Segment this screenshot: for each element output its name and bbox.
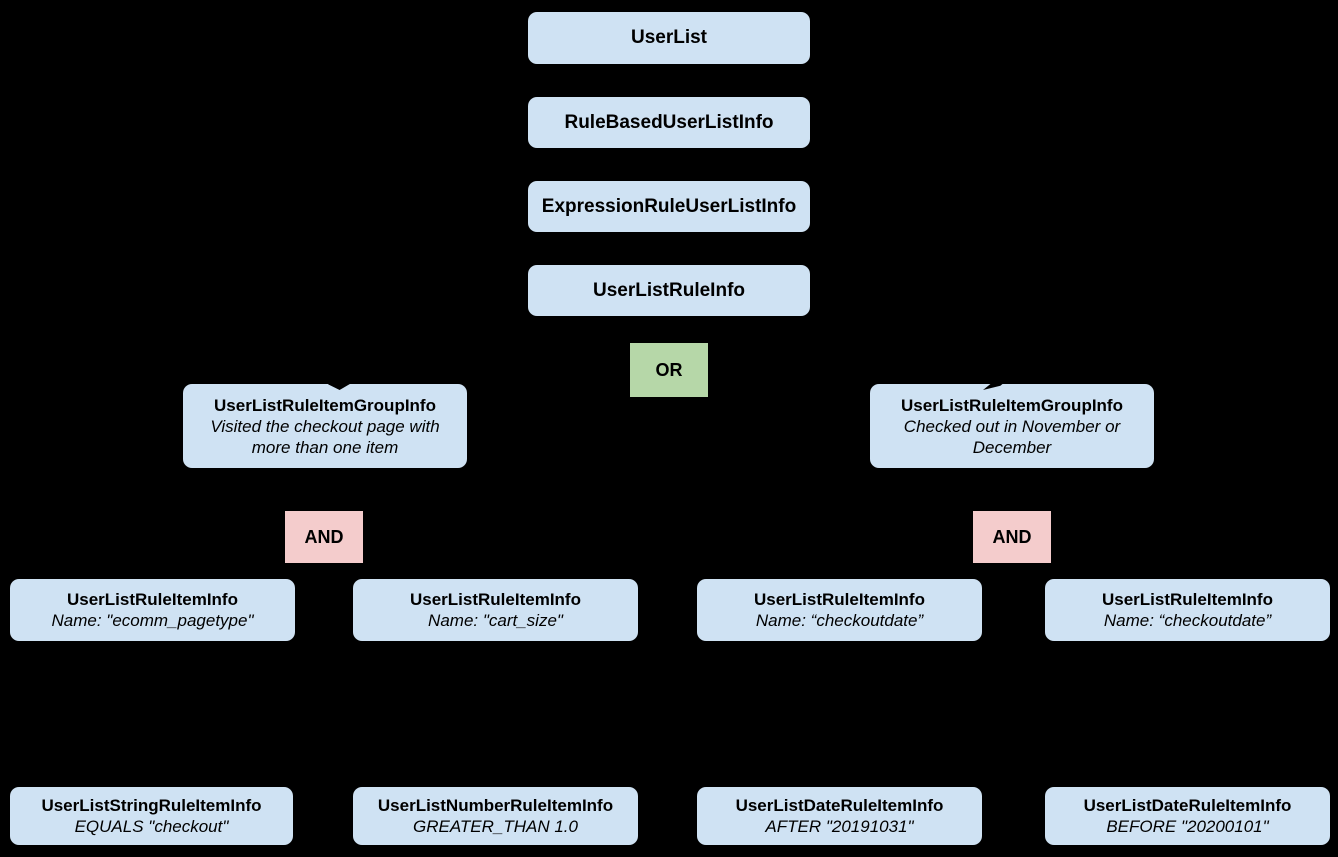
node-dateruleitem-after: UserListDateRuleItemInfo AFTER "20191031… xyxy=(697,787,982,845)
node-dateruleitem-after-subtitle: AFTER "20191031" xyxy=(765,817,914,836)
node-ruleitemgroup-left: UserListRuleItemGroupInfo Visited the ch… xyxy=(183,384,467,468)
node-expressionruleuserlistinfo-label: ExpressionRuleUserListInfo xyxy=(541,195,797,217)
node-ruleitem-ecomm-pagetype: UserListRuleItemInfo Name: "ecomm_pagety… xyxy=(10,579,295,641)
node-ruleitem-cart-size-subtitle: Name: "cart_size" xyxy=(428,611,563,630)
node-expressionruleuserlistinfo: ExpressionRuleUserListInfo xyxy=(528,181,810,232)
node-dateruleitem-before-title: UserListDateRuleItemInfo xyxy=(1083,796,1292,815)
node-dateruleitem-before: UserListDateRuleItemInfo BEFORE "2020010… xyxy=(1045,787,1330,845)
node-ruleitemgroup-left-subtitle-line1: Visited the checkout page with xyxy=(210,416,440,436)
node-ruleitem-checkoutdate-1-subtitle: Name: “checkoutdate” xyxy=(755,611,924,630)
node-stringruleitem-title: UserListStringRuleItemInfo xyxy=(41,796,262,815)
and-operator-left-label: AND xyxy=(304,526,344,547)
node-numberruleitem-subtitle: GREATER_THAN 1.0 xyxy=(412,817,578,836)
node-rulebaseduserlistinfo: RuleBasedUserListInfo xyxy=(528,97,810,148)
node-userlist: UserList xyxy=(528,12,810,64)
and-operator-left-box: AND xyxy=(285,511,363,563)
node-ruleitem-checkoutdate-1-title: UserListRuleItemInfo xyxy=(754,590,925,609)
node-ruleitemgroup-left-title: UserListRuleItemGroupInfo xyxy=(214,395,436,415)
or-operator-label: OR xyxy=(655,359,683,380)
node-ruleitem-cart-size: UserListRuleItemInfo Name: "cart_size" xyxy=(353,579,638,641)
node-ruleitem-cart-size-title: UserListRuleItemInfo xyxy=(410,590,581,609)
node-ruleitemgroup-left-subtitle-line2: more than one item xyxy=(251,437,399,457)
node-userlistruleinfo-label: UserListRuleInfo xyxy=(592,279,746,301)
node-dateruleitem-after-title: UserListDateRuleItemInfo xyxy=(735,796,944,815)
node-dateruleitem-before-subtitle: BEFORE "20200101" xyxy=(1106,817,1269,836)
node-ruleitem-ecomm-pagetype-subtitle: Name: "ecomm_pagetype" xyxy=(51,611,254,630)
node-numberruleitem-title: UserListNumberRuleItemInfo xyxy=(377,796,614,815)
node-ruleitem-ecomm-pagetype-title: UserListRuleItemInfo xyxy=(67,590,238,609)
or-operator-box: OR xyxy=(630,343,708,397)
node-ruleitem-checkoutdate-2-subtitle: Name: “checkoutdate” xyxy=(1103,611,1272,630)
node-stringruleitem: UserListStringRuleItemInfo EQUALS "check… xyxy=(10,787,293,845)
node-userlist-label: UserList xyxy=(630,27,708,48)
node-stringruleitem-subtitle: EQUALS "checkout" xyxy=(74,817,229,836)
node-ruleitemgroup-right-subtitle-line2: December xyxy=(972,437,1052,457)
node-numberruleitem: UserListNumberRuleItemInfo GREATER_THAN … xyxy=(353,787,638,845)
node-ruleitem-checkoutdate-2: UserListRuleItemInfo Name: “checkoutdate… xyxy=(1045,579,1330,641)
node-ruleitemgroup-right-subtitle-line1: Checked out in November or xyxy=(903,416,1121,436)
node-ruleitemgroup-right: UserListRuleItemGroupInfo Checked out in… xyxy=(870,384,1154,468)
node-ruleitemgroup-right-title: UserListRuleItemGroupInfo xyxy=(901,395,1123,415)
and-operator-right-box: AND xyxy=(973,511,1051,563)
node-userlistruleinfo: UserListRuleInfo xyxy=(528,265,810,316)
and-operator-right-label: AND xyxy=(992,526,1032,547)
node-rulebaseduserlistinfo-label: RuleBasedUserListInfo xyxy=(564,111,774,133)
node-ruleitem-checkoutdate-1: UserListRuleItemInfo Name: “checkoutdate… xyxy=(697,579,982,641)
node-ruleitem-checkoutdate-2-title: UserListRuleItemInfo xyxy=(1102,590,1273,609)
